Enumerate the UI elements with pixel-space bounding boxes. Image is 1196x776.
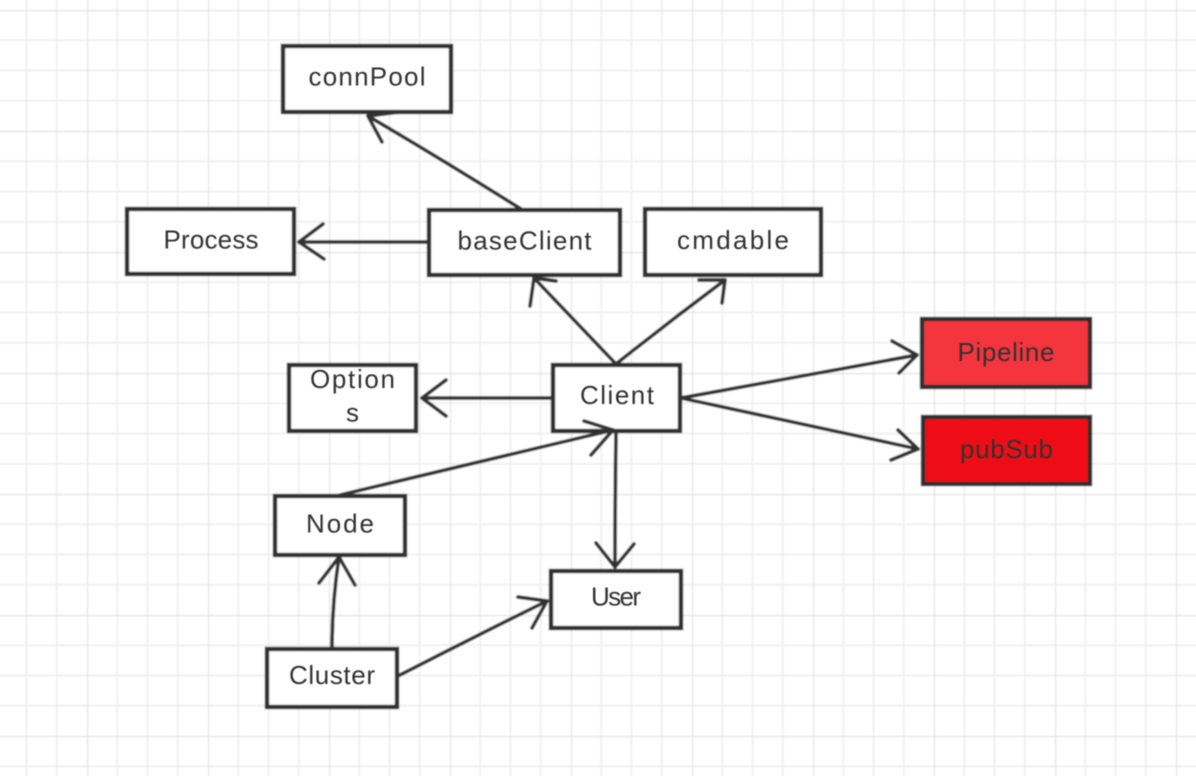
svg-text:Process: Process [164,225,259,255]
svg-text:Client: Client [580,380,655,410]
svg-text:baseClient: baseClient [458,226,593,256]
svg-text:User: User [591,582,641,612]
svg-text:pubSub: pubSub [960,434,1053,464]
svg-text:cmdable: cmdable [677,225,789,255]
svg-text:Node: Node [306,509,374,539]
svg-text:connPool: connPool [309,62,426,92]
svg-text:Option: Option [310,364,395,394]
svg-text:Cluster: Cluster [289,660,375,690]
svg-text:s: s [346,398,359,428]
svg-text:Pipeline: Pipeline [958,337,1055,367]
